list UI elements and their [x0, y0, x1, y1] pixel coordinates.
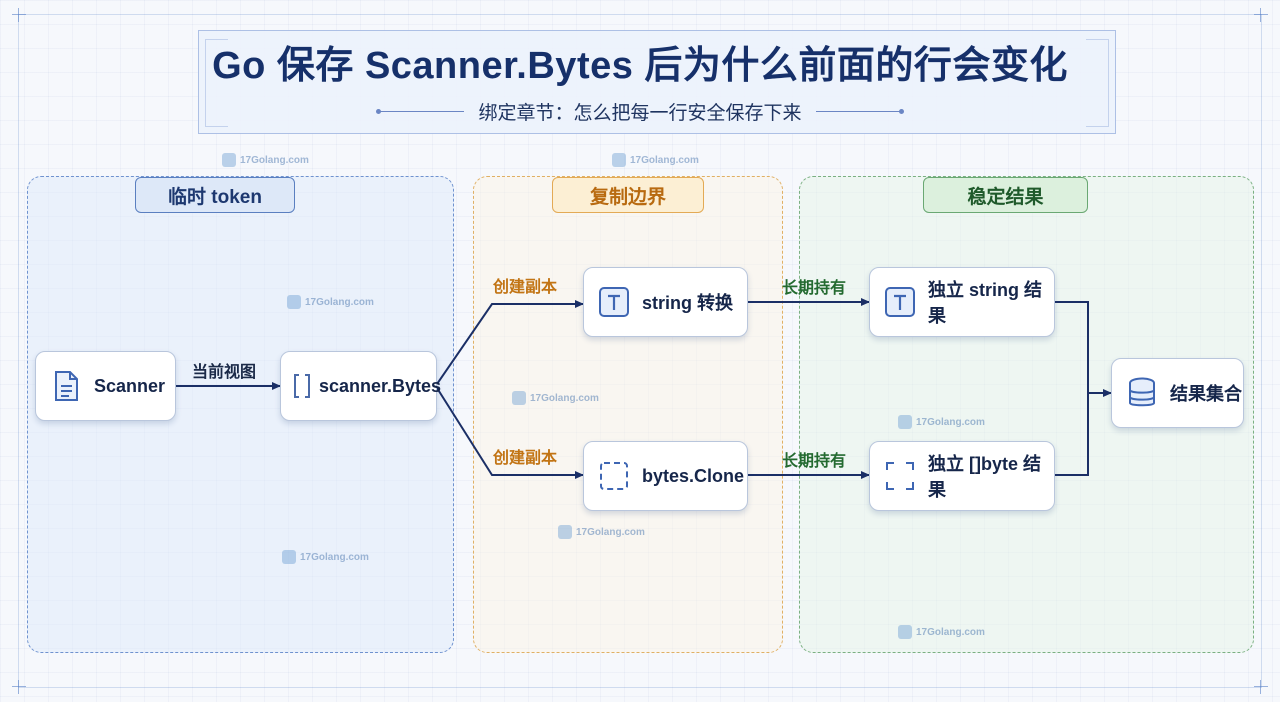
watermark-text: 17Golang.com — [916, 416, 985, 428]
watermark: 17Golang.com — [558, 525, 645, 539]
watermark-text: 17Golang.com — [240, 154, 309, 166]
node-bytes-clone[interactable]: bytes.Clone — [583, 441, 748, 511]
edge-label-hold-top: 长期持有 — [782, 280, 847, 297]
node-independent-string[interactable]: 独立 string 结果 — [869, 267, 1055, 337]
subtitle-row: 绑定章节：怎么把每一行安全保存下来 — [0, 98, 1280, 125]
watermark-logo-icon — [612, 153, 626, 167]
node-label: 结果集合 — [1170, 384, 1242, 404]
region-label-stable: 稳定结果 — [923, 177, 1088, 213]
node-label: bytes.Clone — [642, 465, 745, 486]
edge-bytes-to-string — [436, 300, 584, 385]
outer-frame — [18, 14, 1262, 688]
watermark: 17Golang.com — [898, 625, 985, 639]
region-label-copy: 复制边界 — [552, 177, 704, 213]
text-t-icon — [598, 286, 630, 318]
edge-bytes-to-clone — [436, 387, 584, 479]
node-result-set[interactable]: 结果集合 — [1111, 358, 1244, 428]
subtitle-divider-left — [376, 109, 465, 114]
node-scanner[interactable]: Scanner — [35, 351, 176, 421]
watermark-text: 17Golang.com — [305, 296, 374, 308]
watermark: 17Golang.com — [287, 295, 374, 309]
watermark-text: 17Golang.com — [576, 526, 645, 538]
watermark: 17Golang.com — [898, 415, 985, 429]
text-t-icon — [884, 286, 916, 318]
corner-mark — [12, 8, 26, 22]
node-scanner-bytes[interactable]: scanner.Bytes — [280, 351, 441, 421]
edge-indep-bytes-to-result — [1055, 393, 1089, 476]
watermark: 17Golang.com — [222, 153, 309, 167]
watermark-logo-icon — [222, 153, 236, 167]
watermark-logo-icon — [898, 625, 912, 639]
edge-label-copy-bottom: 创建副本 — [493, 450, 558, 467]
subtitle-divider-right — [815, 109, 904, 114]
watermark-text: 17Golang.com — [530, 392, 599, 404]
edge-indep-string-to-result — [1055, 301, 1089, 393]
node-label: 独立 string 结果 — [928, 280, 1043, 326]
node-label: Scanner — [94, 375, 166, 396]
watermark-logo-icon — [512, 391, 526, 405]
edge-label-current-view: 当前视图 — [192, 364, 257, 381]
node-label: string 转换 — [642, 293, 734, 313]
watermark-text: 17Golang.com — [630, 154, 699, 166]
title-bracket-left — [205, 39, 228, 127]
database-icon — [1126, 377, 1158, 409]
corner-mark — [1254, 8, 1268, 22]
watermark-logo-icon — [558, 525, 572, 539]
title-bracket-right — [1086, 39, 1109, 127]
watermark-logo-icon — [898, 415, 912, 429]
node-label: scanner.Bytes — [319, 375, 442, 396]
region-label-temp: 临时 token — [135, 177, 295, 213]
node-label: 独立 []byte 结果 — [928, 454, 1042, 500]
node-independent-bytes[interactable]: 独立 []byte 结果 — [869, 441, 1055, 511]
edge-label-hold-bottom: 长期持有 — [782, 453, 847, 470]
watermark: 17Golang.com — [282, 550, 369, 564]
node-string-convert[interactable]: string 转换 — [583, 267, 748, 337]
page-subtitle: 绑定章节：怎么把每一行安全保存下来 — [478, 103, 802, 124]
corner-mark — [1254, 680, 1268, 694]
watermark: 17Golang.com — [512, 391, 599, 405]
watermark-logo-icon — [282, 550, 296, 564]
watermark-text: 17Golang.com — [916, 626, 985, 638]
page-title: Go 保存 Scanner.Bytes 后为什么前面的行会变化 — [212, 45, 1068, 87]
document-icon — [50, 370, 82, 402]
watermark: 17Golang.com — [612, 153, 699, 167]
watermark-logo-icon — [287, 295, 301, 309]
dashed-square-icon — [598, 460, 630, 492]
edge-label-copy-top: 创建副本 — [493, 279, 558, 296]
bracket-corners-icon — [884, 460, 916, 492]
watermark-text: 17Golang.com — [300, 551, 369, 563]
region-copy-boundary — [473, 176, 783, 653]
corner-mark — [12, 680, 26, 694]
title-panel — [198, 30, 1116, 134]
brackets-icon — [291, 370, 313, 402]
